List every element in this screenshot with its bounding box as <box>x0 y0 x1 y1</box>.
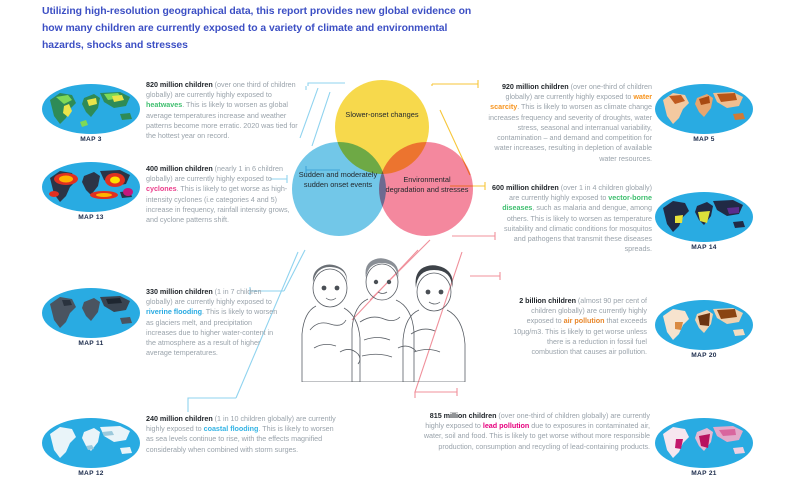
text-block-coastal-flooding: 240 million children (1 in 10 children g… <box>146 414 336 455</box>
globe-graphic-map-5 <box>655 84 753 134</box>
accent-term-vector-borne: vector-borne diseases <box>502 193 652 213</box>
stat-lead-coastal: 240 million children <box>146 414 213 423</box>
map-thumbnail-riverine[interactable]: MAP 11 <box>42 288 140 347</box>
globe-graphic-map-12 <box>42 418 140 468</box>
accent-term-water-scarcity: water scarcity <box>490 92 652 112</box>
map-thumbnail-vector-borne[interactable]: MAP 14 <box>655 192 753 251</box>
text-block-vector-borne: 600 million children (over 1 in 4 childr… <box>492 183 652 255</box>
stat-lead-heatwaves: 820 million children <box>146 80 213 89</box>
accent-term-coastal: coastal flooding <box>203 424 259 434</box>
stat-part1: (1 in 10 children globally) are currentl… <box>146 414 336 434</box>
stat-part1: (over one third of children globally) ar… <box>146 80 296 100</box>
venn-circle-sudden-events[interactable] <box>292 142 386 236</box>
text-block-heatwaves: 820 million children (over one third of … <box>146 80 306 141</box>
stat-part1: (almost 90 per cent of children globally… <box>526 296 647 326</box>
map-caption: MAP 13 <box>78 214 104 221</box>
map-caption: MAP 5 <box>693 136 715 143</box>
stat-lead-lead-pollution: 815 million children <box>429 411 497 420</box>
stat-part2: . This is likely to worsen as global ave… <box>146 100 298 141</box>
globe-graphic-map-21 <box>655 418 753 468</box>
stat-part2: . This is likely to worsen as climate ch… <box>488 102 652 163</box>
map-caption: MAP 12 <box>78 470 104 477</box>
globe-graphic-map-11 <box>42 288 140 338</box>
text-block-cyclones: 400 million children (nearly 1 in 6 chil… <box>146 164 294 225</box>
map-thumbnail-heatwaves[interactable]: MAP 3 <box>42 84 140 143</box>
map-thumbnail-air-pollution[interactable]: MAP 20 <box>655 300 753 359</box>
page-title: Utilizing high-resolution geographical d… <box>42 6 472 51</box>
map-thumbnail-lead-pollution[interactable]: MAP 21 <box>655 418 753 477</box>
stat-part2: that exceeds 10µg/m3. This is likely to … <box>513 316 647 357</box>
stat-part1: (over 1 in 4 children globally) are curr… <box>509 183 652 203</box>
map-thumbnail-water-scarcity[interactable]: MAP 5 <box>655 84 753 143</box>
stat-part1: (over one-third of children globally) ar… <box>505 82 653 102</box>
stat-part2: . This is likely to worsen as sea levels… <box>146 424 334 454</box>
text-block-lead-pollution: 815 million children (over one-third of … <box>414 411 650 452</box>
map-thumbnail-cyclones[interactable]: MAP 13 <box>42 162 140 221</box>
stat-part2: . This is likely to worsen as glaciers m… <box>146 307 278 358</box>
accent-term-riverine: riverine flooding <box>146 307 202 317</box>
stat-lead-water-scarcity: 920 million children <box>501 82 569 91</box>
map-caption: MAP 14 <box>691 244 717 251</box>
stat-part1: (nearly 1 in 6 children globally) are cu… <box>146 164 283 184</box>
accent-term-air-pollution: air pollution <box>563 316 605 326</box>
accent-term-cyclones: cyclones <box>146 184 177 194</box>
stat-lead-air-pollution: 2 billion children <box>519 296 576 305</box>
stat-part2: due to exposures in contaminated air, wa… <box>423 421 650 451</box>
stat-lead-cyclones: 400 million children <box>146 164 213 173</box>
stat-lead-vector-borne: 600 million children <box>492 183 559 192</box>
accent-term-heatwaves: heatwaves <box>146 100 183 110</box>
map-caption: MAP 11 <box>78 340 104 347</box>
globe-graphic-map-14 <box>655 192 753 242</box>
venn-circle-environmental[interactable] <box>379 142 473 236</box>
stat-part2: . This is likely to get worse as high-in… <box>146 184 290 225</box>
stat-part2: , such as malaria and dengue, among othe… <box>503 203 652 254</box>
children-illustration <box>282 252 482 383</box>
map-caption: MAP 20 <box>691 352 717 359</box>
stat-lead-riverine: 330 million children <box>146 287 213 296</box>
accent-term-lead-pollution: lead pollution <box>482 421 530 431</box>
stat-part1: (1 in 7 children globally) are currently… <box>146 287 272 307</box>
map-thumbnail-coastal[interactable]: MAP 12 <box>42 418 140 477</box>
map-caption: MAP 3 <box>80 136 102 143</box>
globe-graphic-map-3 <box>42 84 140 134</box>
venn-diagram: Slower-onset changes Sudden and moderate… <box>287 80 477 250</box>
map-caption: MAP 21 <box>691 470 717 477</box>
text-block-air-pollution: 2 billion children (almost 90 per cent o… <box>512 296 647 357</box>
text-block-water-scarcity: 920 million children (over one-third of … <box>487 82 652 164</box>
stat-part1: (over one-third of children globally) ar… <box>425 411 650 431</box>
globe-graphic-map-13 <box>42 162 140 212</box>
text-block-riverine-flooding: 330 million children (1 in 7 children gl… <box>146 287 278 359</box>
globe-graphic-map-20 <box>655 300 753 350</box>
